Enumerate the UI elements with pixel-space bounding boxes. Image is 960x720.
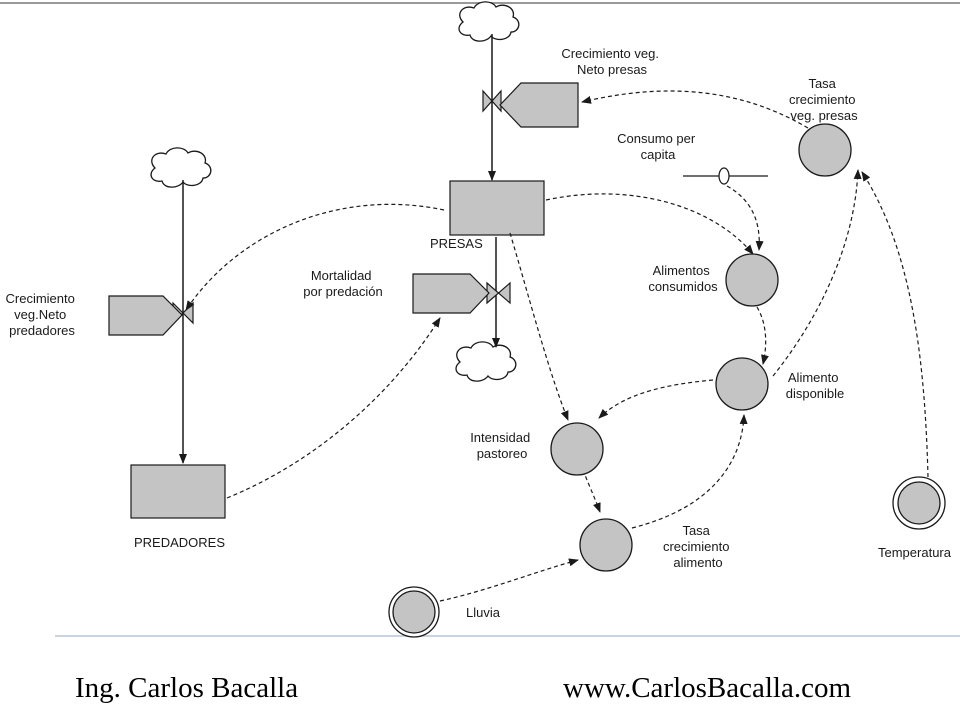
connector — [756, 306, 769, 365]
label-tasa-crecimiento-alimento: Tasa crecimiento alimento — [663, 523, 733, 570]
converter-temperatura — [892, 476, 946, 530]
connector — [726, 185, 764, 251]
connector — [631, 414, 748, 529]
converter-intensidad-pastoreo — [550, 422, 604, 476]
valve-icon — [482, 89, 502, 113]
flow-crecimiento-predadores — [108, 295, 183, 336]
footer-website: www.CarlosBacalla.com — [563, 672, 852, 704]
footer-author: Ing. Carlos Bacalla — [75, 672, 299, 704]
label-lluvia: Lluvia — [466, 605, 501, 620]
label-crecimiento-predadores: Crecimiento veg.Neto predadores — [6, 291, 79, 338]
connector — [598, 379, 714, 419]
converter-tasa-crecimiento-presas — [798, 123, 852, 177]
label-alimentos-consumidos: Alimentos consumidos — [648, 263, 718, 294]
stock-predadores — [130, 464, 226, 519]
valve-icon — [486, 281, 511, 305]
connector — [861, 171, 929, 478]
flow-valve-symbol — [718, 167, 730, 185]
connector — [582, 469, 601, 513]
flow-crecimiento-presas — [499, 82, 579, 128]
connector — [545, 193, 754, 255]
label-predadores: PREDADORES — [134, 535, 225, 550]
label-temperatura: Temperatura — [878, 545, 952, 560]
connector — [581, 90, 809, 129]
cloud-icon — [455, 341, 517, 382]
label-consumo-per-capita: Consumo per capita — [617, 131, 699, 162]
connector — [439, 558, 579, 602]
flow-mortalidad — [412, 273, 490, 314]
converter-alimentos-consumidos — [725, 253, 779, 307]
label-alimento-disponible: Alimento disponible — [786, 370, 845, 401]
converter-tasa-crecimiento-alimento — [579, 518, 633, 572]
stock-presas — [449, 180, 545, 236]
label-intensidad-pastoreo: Intensidad pastoreo — [470, 430, 534, 461]
cloud-icon — [458, 1, 520, 42]
connector — [772, 169, 862, 377]
label-crecimiento-presas: Crecimiento veg. Neto presas — [561, 46, 662, 77]
label-mortalidad: Mortalidad por predación — [303, 268, 383, 299]
label-presas: PRESAS — [430, 236, 483, 251]
converter-lluvia — [388, 586, 440, 638]
connector — [509, 232, 569, 421]
label-tasa-crecimiento-presas: Tasa crecimiento veg. presas — [789, 76, 859, 123]
cloud-icon — [150, 147, 212, 188]
connector — [226, 317, 441, 499]
converter-alimento-disponible — [715, 357, 769, 411]
